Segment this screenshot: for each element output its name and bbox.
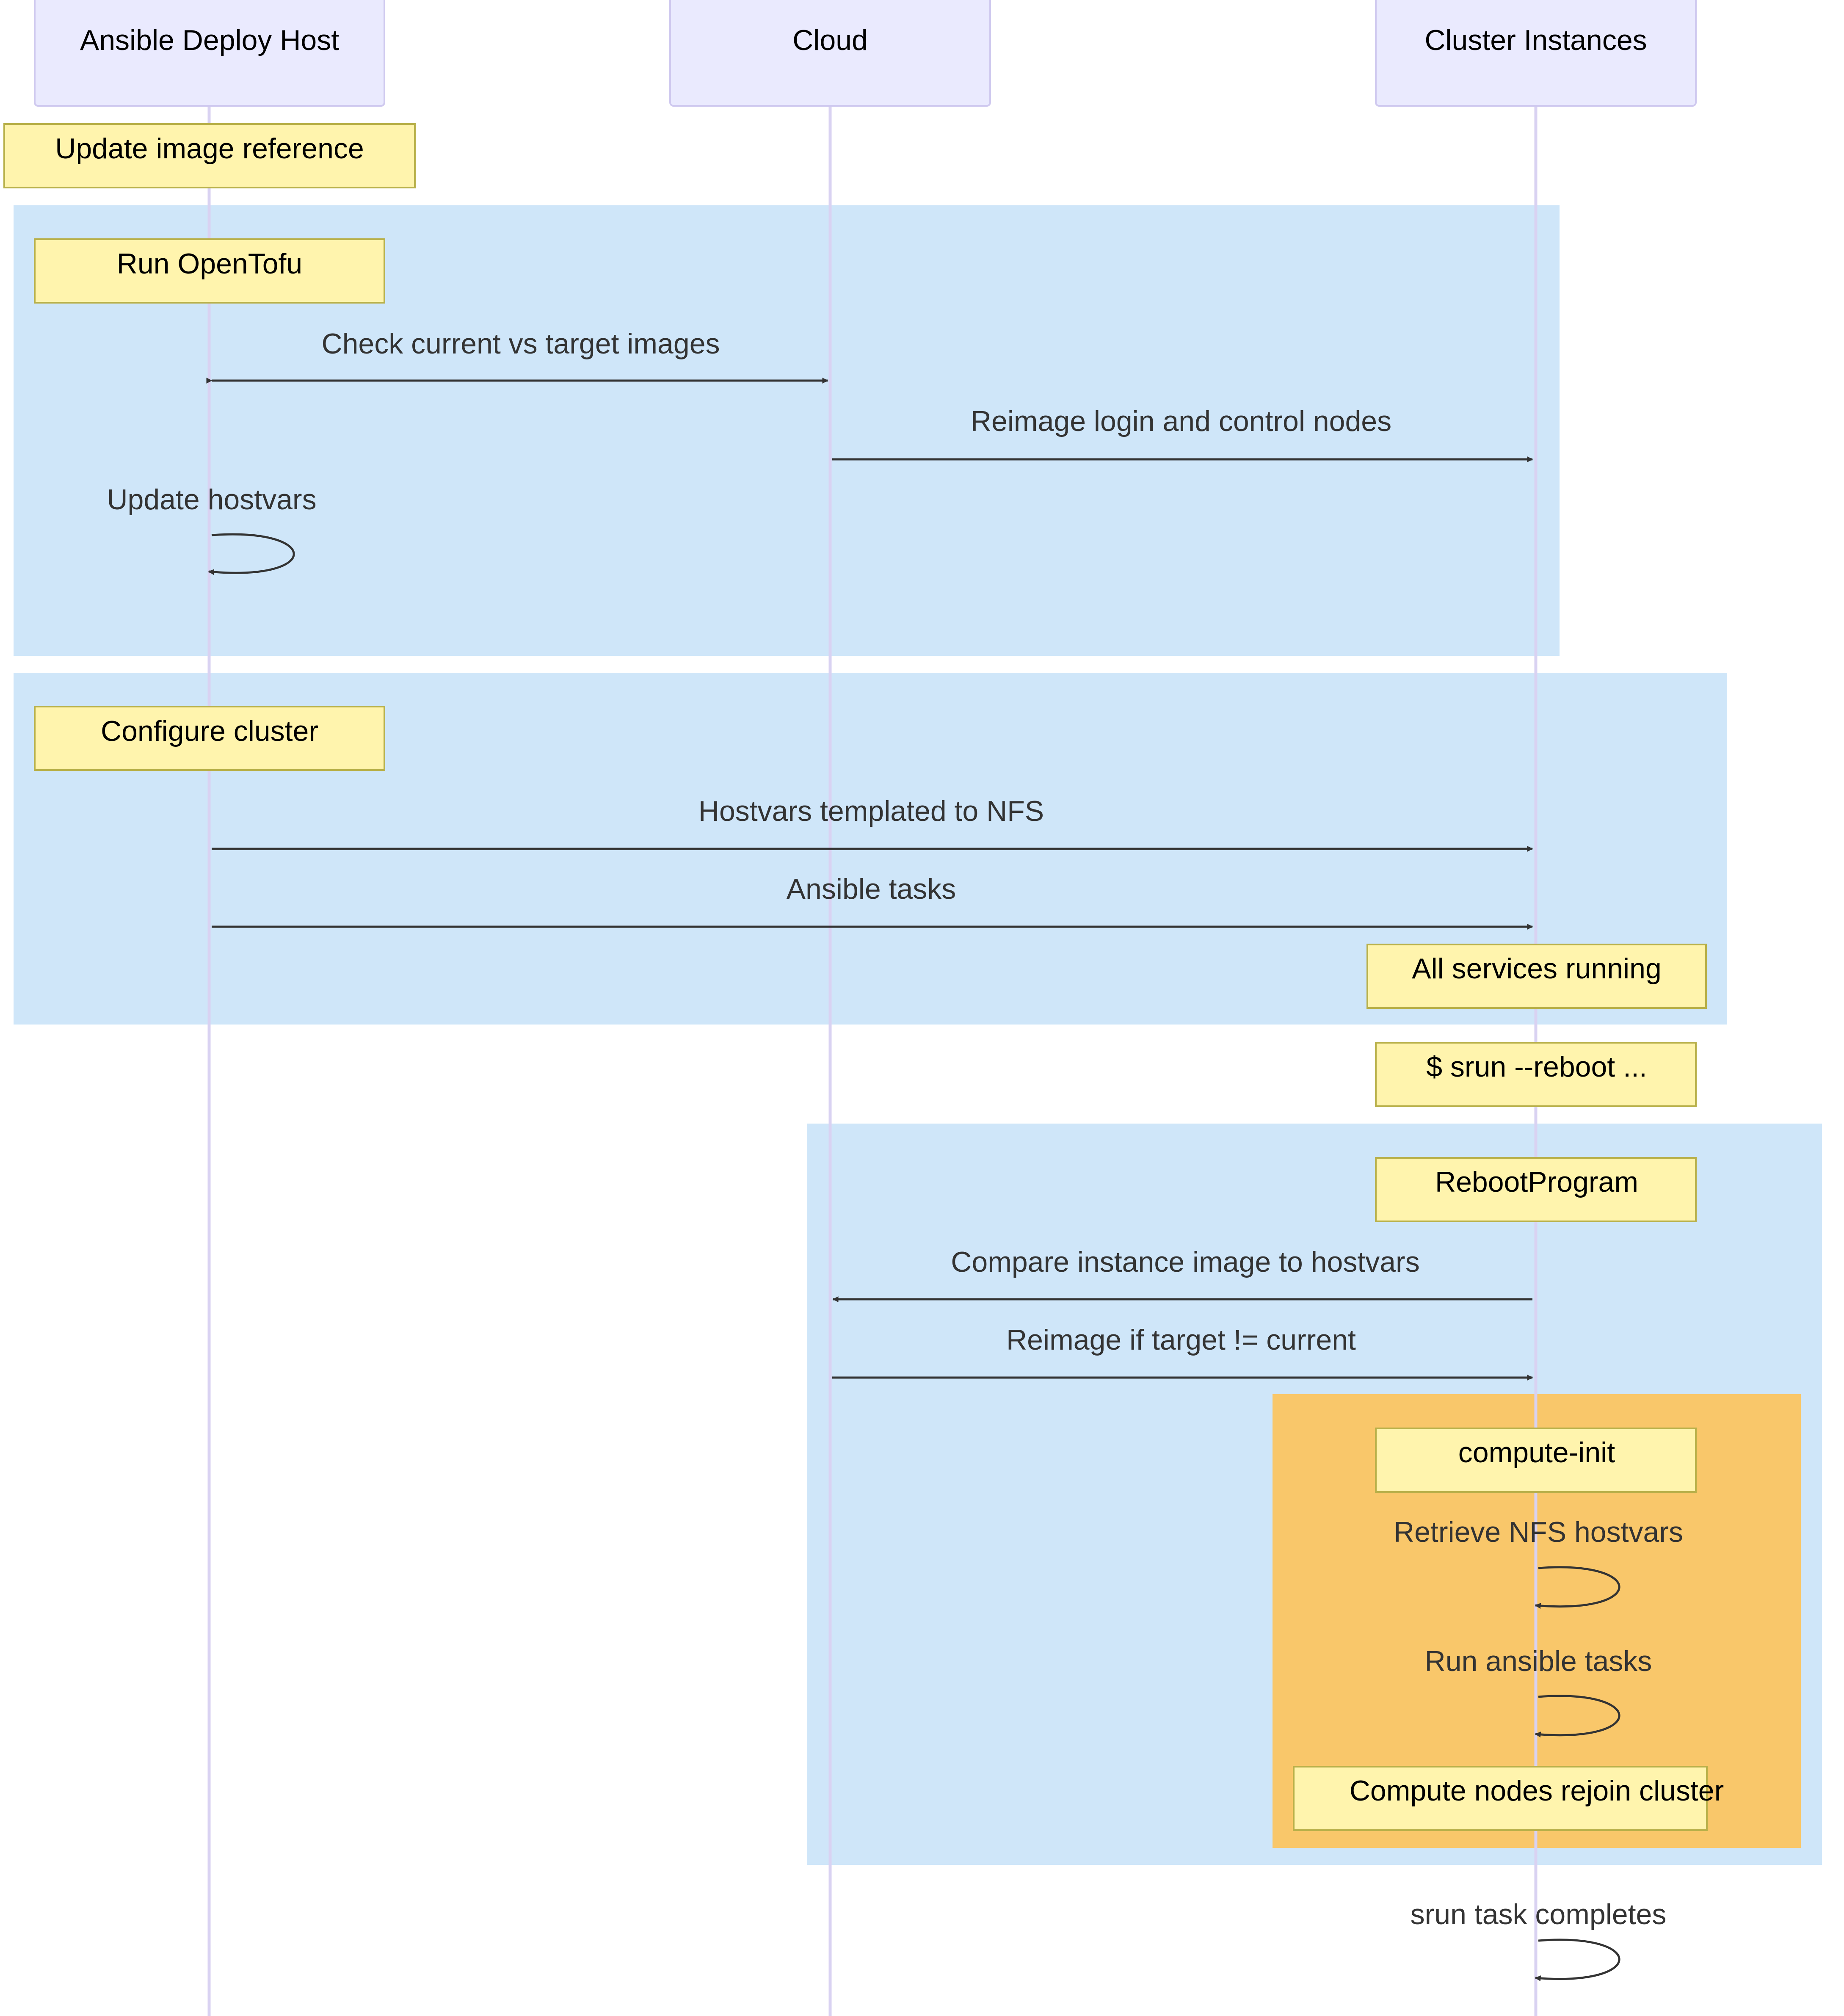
message-label: Reimage login and control nodes <box>971 405 1391 437</box>
message-label: Run ansible tasks <box>1425 1645 1652 1677</box>
message-retrieve-nfs-hostvars: Retrieve NFS hostvars <box>1394 1516 1683 1609</box>
note-all-services-running: All services running <box>1366 944 1707 1009</box>
message-check-images: Check current vs target images <box>206 328 828 384</box>
message-label: Compare instance image to hostvars <box>951 1246 1419 1278</box>
note-compute-init: compute-init <box>1375 1428 1697 1493</box>
participant-label: Ansible Deploy Host <box>80 24 339 56</box>
note-compute-nodes-rejoin: Compute nodes rejoin cluster <box>1293 1766 1724 1831</box>
self-loop-arrow <box>1535 1566 1620 1609</box>
participant-cluster-instances: Cluster Instances <box>1375 0 1697 107</box>
message-label: Update hostvars <box>107 483 316 516</box>
message-label: Ansible tasks <box>787 873 956 905</box>
note-reboot-program: RebootProgram <box>1375 1157 1697 1222</box>
message-srun-task-completes: srun task completes <box>1411 1898 1667 1982</box>
note-run-opentofu: Run OpenTofu <box>34 238 385 304</box>
message-label: Retrieve NFS hostvars <box>1394 1516 1683 1548</box>
message-compare-image: Compare instance image to hostvars <box>832 1246 1532 1302</box>
message-reimage-login-control: Reimage login and control nodes <box>832 405 1533 462</box>
participant-label: Cluster Instances <box>1424 24 1647 56</box>
self-loop-arrow <box>1535 1695 1620 1738</box>
message-label: Check current vs target images <box>321 328 720 360</box>
note-label: Compute nodes rejoin cluster <box>1350 1775 1724 1807</box>
note-label: $ srun --reboot ... <box>1426 1051 1647 1083</box>
message-update-hostvars: Update hostvars <box>107 483 317 575</box>
message-label: Hostvars templated to NFS <box>698 795 1044 827</box>
note-label: All services running <box>1412 953 1662 985</box>
note-label: Run OpenTofu <box>117 248 303 280</box>
note-configure-cluster: Configure cluster <box>34 706 385 771</box>
participant-label: Cloud <box>792 24 868 56</box>
note-label: Configure cluster <box>101 715 318 747</box>
note-label: compute-init <box>1458 1436 1615 1469</box>
message-reimage-if: Reimage if target != current <box>832 1324 1533 1381</box>
participant-cloud: Cloud <box>669 0 991 107</box>
note-srun-reboot: $ srun --reboot ... <box>1375 1042 1697 1107</box>
message-ansible-tasks: Ansible tasks <box>212 873 1533 930</box>
note-label: RebootProgram <box>1435 1166 1638 1198</box>
message-run-ansible-tasks: Run ansible tasks <box>1425 1645 1652 1738</box>
note-label: Update image reference <box>55 133 364 165</box>
note-update-image-reference: Update image reference <box>3 123 416 188</box>
message-label: Reimage if target != current <box>1006 1324 1356 1356</box>
self-loop-arrow <box>208 533 295 575</box>
message-label: srun task completes <box>1411 1898 1667 1930</box>
self-loop-arrow <box>1535 1939 1620 1982</box>
participant-ansible-deploy-host: Ansible Deploy Host <box>34 0 385 107</box>
message-hostvars-templated: Hostvars templated to NFS <box>212 795 1533 852</box>
